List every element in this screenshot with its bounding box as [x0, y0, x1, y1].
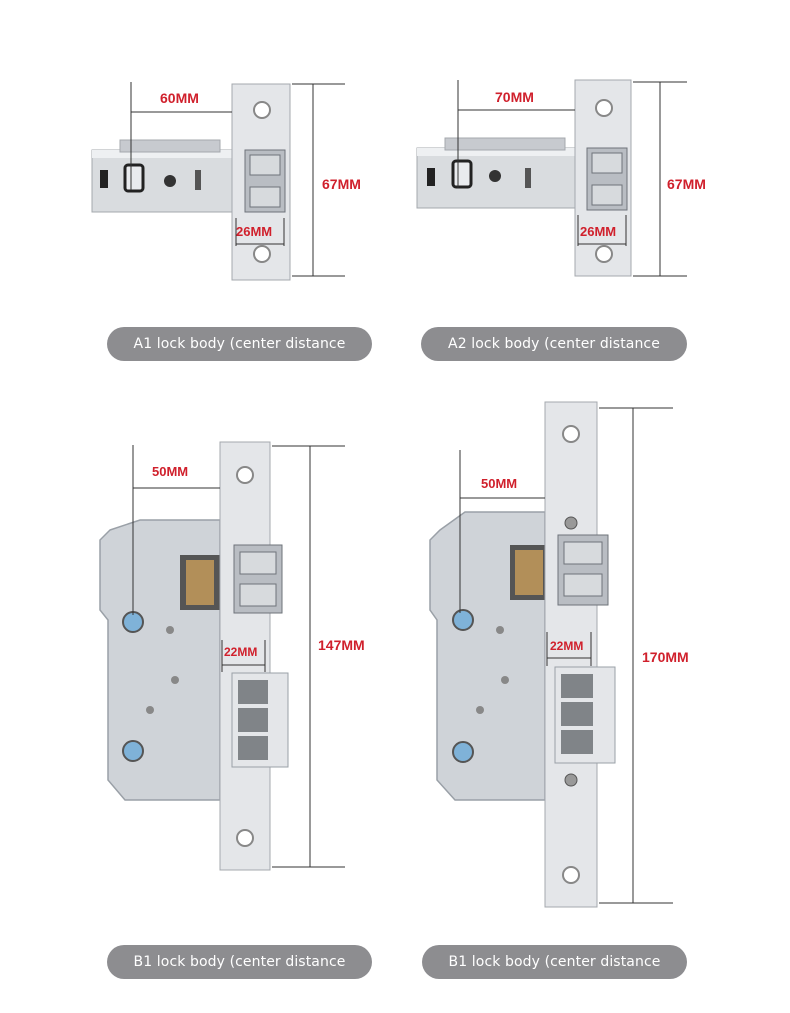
panel-a1: 60MM 26MM 67MM A1 lock body (center dist…	[0, 0, 395, 386]
faceplate	[544, 401, 598, 908]
latch-width-label: 26MM	[236, 224, 272, 239]
caption-b1-long: B1 lock body (center distance 50mm)	[422, 945, 687, 1004]
latch-width-label: 26MM	[580, 224, 616, 239]
lock-body-a2-illustration: 70MM 26MM 67MM	[416, 79, 706, 277]
latch-width-label: 22MM	[224, 645, 257, 659]
lock-body-a1-illustration: 60MM 26MM 67MM	[91, 82, 361, 281]
panel-a2: 70MM 26MM 67MM A2 lock body (center dist…	[395, 0, 790, 386]
caption-b1-short: B1 lock body (center distance 50mm)	[107, 945, 372, 1004]
panel-b1-long: 50MM 22MM 170MM B1 lock body (center dis…	[395, 380, 790, 1004]
faceplate	[219, 441, 271, 871]
lock-body-b1-long-illustration: 50MM 22MM 170MM	[429, 401, 689, 908]
center-distance-label: 70MM	[495, 89, 534, 105]
caption-a2: A2 lock body (center distance 70mm)	[421, 327, 687, 386]
lock-body-b1-short-illustration: 50MM 22MM 147MM	[99, 441, 365, 871]
center-distance-label: 60MM	[160, 90, 199, 106]
lock-body-housing	[91, 149, 233, 213]
height-label: 67MM	[322, 176, 361, 192]
caption-a1: A1 lock body (center distance 60mm)	[107, 327, 372, 386]
center-distance-label: 50MM	[481, 476, 517, 491]
center-distance-label: 50MM	[152, 464, 188, 479]
panel-b1-short: 50MM 22MM 147MM B1 lock body (center dis…	[0, 380, 395, 1004]
height-label: 67MM	[667, 176, 706, 192]
latch-width-label: 22MM	[550, 639, 583, 653]
height-label: 147MM	[318, 637, 365, 653]
height-label: 170MM	[642, 649, 689, 665]
